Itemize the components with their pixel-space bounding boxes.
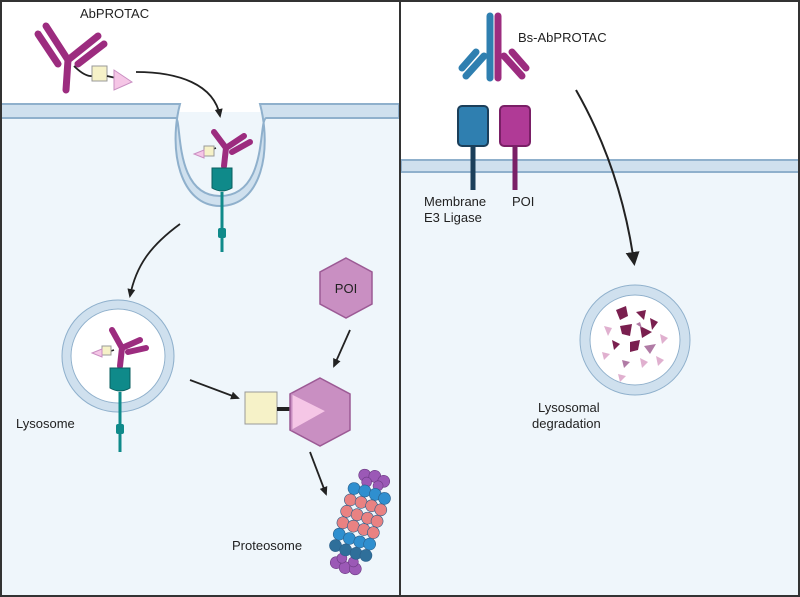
label-poi-left: POI (335, 281, 357, 296)
label-bs-abprotac: Bs-AbPROTAC (518, 30, 607, 45)
linker-box-large (244, 391, 278, 425)
poi-free: POI (319, 257, 373, 319)
label-poi-right: POI (512, 194, 534, 209)
arrow-to-proteosome (309, 451, 328, 496)
bs-abprotac-molecule (458, 12, 530, 82)
lysosome-right (579, 284, 691, 396)
arrow-to-lysosomal-degradation (575, 89, 640, 266)
linker-box (91, 65, 108, 82)
label-membrane-e3-line2: E3 Ligase (424, 210, 482, 225)
membrane-e3-ligase (457, 105, 489, 190)
label-abprotac: AbPROTAC (80, 6, 149, 21)
abprotac-molecule (34, 22, 134, 94)
cell-interior-right (401, 172, 799, 596)
left-panel: AbPROTAC (0, 6, 400, 596)
warhead-large (291, 393, 328, 431)
arrow-to-endocytosis (135, 71, 223, 118)
label-lysosomal-line2: degradation (532, 416, 601, 431)
poi-transmembrane (499, 105, 531, 190)
label-lysosomal-line1: Lysosomal (538, 400, 600, 415)
warhead-triangle (113, 69, 134, 91)
receptor-lysosome (109, 367, 131, 392)
label-lysosome: Lysosome (16, 416, 75, 431)
arrow-to-release (189, 379, 240, 400)
lysosome (61, 299, 175, 452)
label-membrane-e3-line1: Membrane (424, 194, 486, 209)
bound-abprotac-endosome (192, 129, 253, 252)
protac-poi-complex (244, 377, 351, 447)
degraded-fragments (602, 306, 668, 382)
proteosome (329, 468, 391, 576)
arrow-poi-to-complex (333, 329, 351, 368)
label-proteosome: Proteosome (232, 538, 302, 553)
arrow-to-lysosome (127, 223, 181, 298)
receptor-endosome (211, 167, 233, 192)
cell-membrane-right (400, 159, 800, 173)
right-panel: Bs-AbPROTAC Membrane E3 Ligase POI (400, 12, 800, 596)
